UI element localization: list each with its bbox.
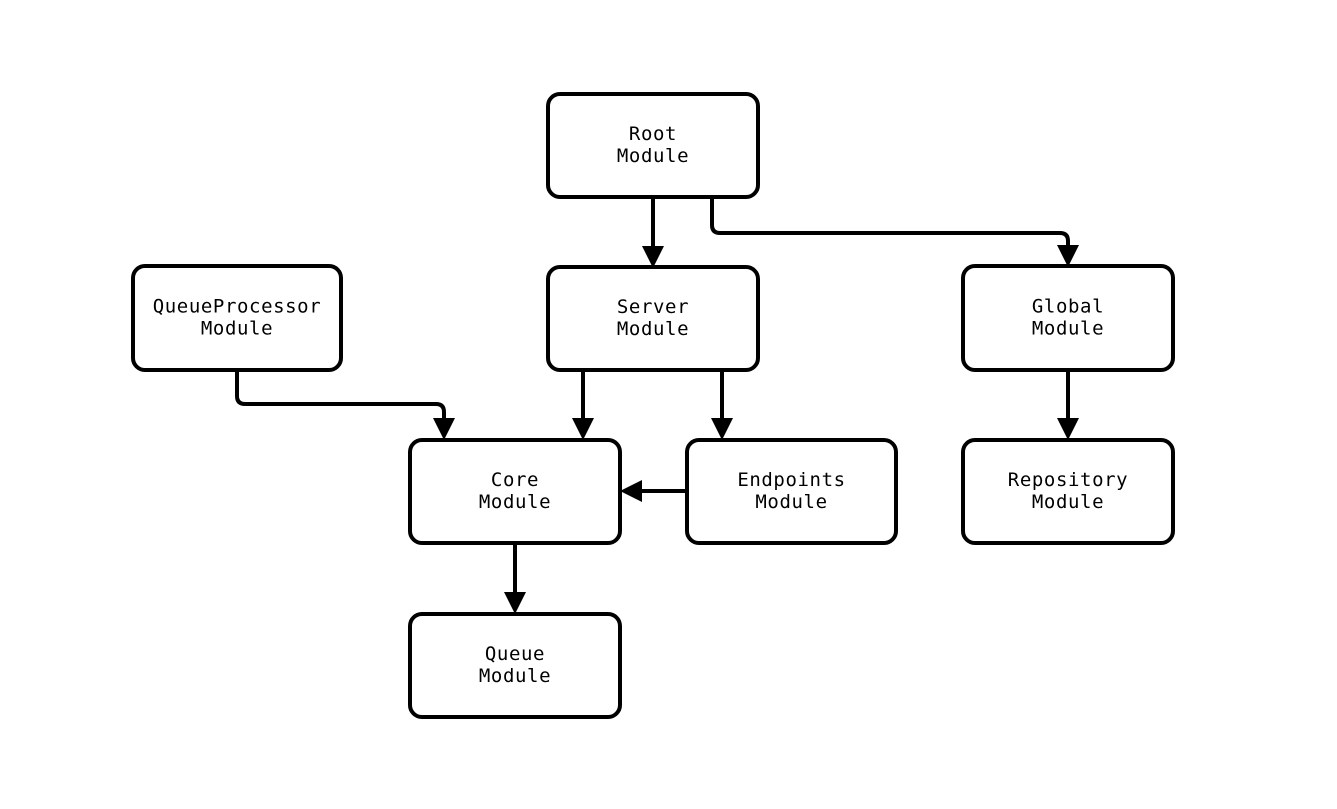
edge-line — [235, 370, 446, 427]
node-global-label-line1: Global — [1032, 296, 1104, 318]
node-endpoints[interactable]: Endpoints Module — [685, 438, 898, 545]
arrow-head-icon — [642, 246, 664, 268]
node-server[interactable]: Server Module — [546, 265, 760, 372]
node-core-label-line2: Module — [479, 491, 551, 513]
edge-server-to-core — [572, 370, 594, 440]
node-core[interactable]: Core Module — [408, 438, 622, 545]
node-endpoints-label-line1: Endpoints — [737, 469, 845, 491]
node-server-box[interactable] — [546, 265, 760, 372]
edge-root-to-global — [710, 197, 1079, 267]
edge-global-to-repository — [1057, 370, 1079, 440]
arrow-head-icon — [711, 418, 733, 440]
node-repository-label-line1: Repository — [1008, 469, 1128, 491]
arrow-head-icon — [504, 592, 526, 614]
node-global-label-line2: Module — [1032, 318, 1104, 340]
node-layer: Root Module QueueProcessor Module Server… — [131, 92, 1175, 719]
node-queue-label-line1: Queue — [485, 643, 545, 665]
node-core-label-line1: Core — [491, 469, 539, 491]
node-root-label-line1: Root — [629, 123, 677, 145]
arrow-head-icon — [620, 480, 642, 502]
node-root[interactable]: Root Module — [546, 92, 760, 199]
arrow-head-icon — [1057, 245, 1079, 267]
node-queue-label-line2: Module — [479, 665, 551, 687]
arrow-head-icon — [433, 418, 455, 440]
edge-root-to-server — [642, 197, 664, 268]
node-repository-label-line2: Module — [1032, 491, 1104, 513]
node-root-box[interactable] — [546, 92, 760, 199]
node-root-label-line2: Module — [617, 145, 689, 167]
edge-core-to-queue — [504, 543, 526, 614]
arrow-head-icon — [1057, 418, 1079, 440]
node-endpoints-label-line2: Module — [755, 491, 827, 513]
edge-layer — [235, 197, 1079, 614]
node-global-box[interactable] — [961, 264, 1175, 372]
node-server-label-line2: Module — [617, 318, 689, 340]
edge-queueprocessor-to-core — [235, 370, 455, 440]
edge-endpoints-to-core — [620, 480, 687, 502]
node-repository-box[interactable] — [961, 438, 1175, 545]
node-server-label-line1: Server — [617, 296, 689, 318]
node-endpoints-box[interactable] — [685, 438, 898, 545]
node-queue[interactable]: Queue Module — [408, 612, 622, 719]
edge-server-to-endpoints — [711, 370, 733, 440]
node-repository[interactable]: Repository Module — [961, 438, 1175, 545]
node-core-box[interactable] — [408, 438, 622, 545]
arrow-head-icon — [572, 418, 594, 440]
node-queueprocessor[interactable]: QueueProcessor Module — [131, 264, 343, 372]
node-queueprocessor-box[interactable] — [131, 264, 343, 372]
node-queueprocessor-label-line2: Module — [201, 318, 273, 340]
edge-line — [710, 197, 1070, 254]
node-queueprocessor-label-line1: QueueProcessor — [153, 296, 322, 318]
node-queue-box[interactable] — [408, 612, 622, 719]
node-global[interactable]: Global Module — [961, 264, 1175, 372]
